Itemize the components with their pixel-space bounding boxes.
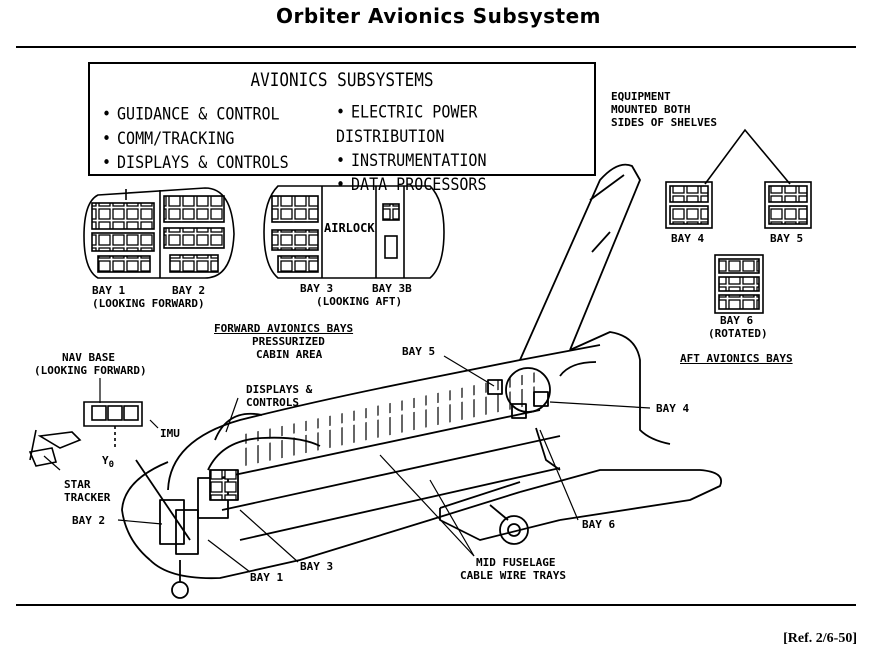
label-star: STAR	[64, 478, 91, 491]
label-y0-main: Y	[102, 454, 109, 467]
subsystems-left-list: GUIDANCE & CONTROL COMM/TRACKING DISPLAY…	[102, 102, 289, 175]
label-bay1: BAY 1	[250, 571, 284, 584]
subsystem-item: GUIDANCE & CONTROL	[102, 102, 289, 126]
label-equipment-line1: EQUIPMENT	[611, 90, 671, 103]
top-divider	[16, 46, 856, 48]
label-mid-fuselage: MID FUSELAGE	[476, 556, 556, 569]
orbiter-outline	[121, 163, 722, 599]
subsystems-heading: AVIONICS SUBSYSTEMS	[250, 68, 434, 91]
label-rotated: (ROTATED)	[708, 327, 768, 340]
label-fwd-bay2: BAY 2	[172, 284, 206, 297]
label-equipment-line2: MOUNTED BOTH	[611, 103, 691, 116]
label-aft-bay4: BAY 4	[671, 232, 705, 245]
label-bay2: BAY 2	[72, 514, 106, 527]
subsystem-item: INSTRUMENTATION	[336, 148, 594, 172]
subsystem-item: COMM/TRACKING	[102, 126, 289, 150]
bay1-bay2-illustration	[83, 187, 235, 279]
label-fwd-bay3b: BAY 3B	[372, 282, 412, 295]
label-bay6: BAY 6	[582, 518, 616, 531]
label-y0-sub: 0	[108, 460, 115, 471]
subsystems-right-list: ELECTRIC POWER DISTRIBUTION INSTRUMENTAT…	[336, 100, 594, 197]
bay3-airlock-illustration	[263, 185, 445, 279]
label-nav-base: NAV BASE	[62, 351, 115, 364]
label-airlock: AIRLOCK	[324, 221, 375, 235]
label-looking-aft: (LOOKING AFT)	[316, 295, 403, 308]
label-bay3: BAY 3	[300, 560, 334, 573]
page-title: Orbiter Avionics Subsystem	[276, 4, 601, 28]
avionics-subsystems-box: AVIONICS SUBSYSTEMS GUIDANCE & CONTROL C…	[88, 62, 596, 195]
label-bay4: BAY 4	[656, 402, 690, 415]
label-aft-bay6: BAY 6	[720, 314, 754, 327]
label-fwd-bay1: BAY 1	[92, 284, 126, 297]
label-nav-base-sub: (LOOKING FORWARD)	[34, 364, 147, 377]
bottom-divider	[16, 604, 856, 606]
label-equipment-line3: SIDES OF SHELVES	[611, 116, 717, 129]
reference-note: [Ref. 2/6-50]	[783, 631, 857, 646]
label-y0: Y0	[102, 454, 114, 472]
label-pressurized: PRESSURIZED	[252, 335, 325, 348]
label-cable-trays: CABLE WIRE TRAYS	[460, 569, 566, 582]
subsystem-item: DATA PROCESSORS	[336, 173, 594, 197]
label-aft-caption: AFT AVIONICS BAYS	[680, 352, 793, 365]
aft-bays-illustration	[665, 128, 812, 314]
label-cabin-area: CABIN AREA	[256, 348, 323, 361]
subsystem-item: DISPLAYS & CONTROLS	[102, 150, 289, 174]
label-tracker: TRACKER	[64, 491, 111, 504]
label-fwd-bay3: BAY 3	[300, 282, 334, 295]
nav-base-detail	[28, 401, 143, 467]
label-aft-bay5: BAY 5	[770, 232, 804, 245]
label-displays: DISPLAYS &	[246, 383, 313, 396]
label-bay5: BAY 5	[402, 345, 436, 358]
label-looking-forward: (LOOKING FORWARD)	[92, 297, 205, 310]
label-imu: IMU	[160, 427, 180, 440]
label-forward-caption: FORWARD AVIONICS BAYS	[214, 322, 354, 335]
subsystem-item: ELECTRIC POWER DISTRIBUTION	[336, 100, 594, 148]
label-controls: CONTROLS	[246, 396, 299, 409]
leader-lines	[43, 355, 651, 573]
